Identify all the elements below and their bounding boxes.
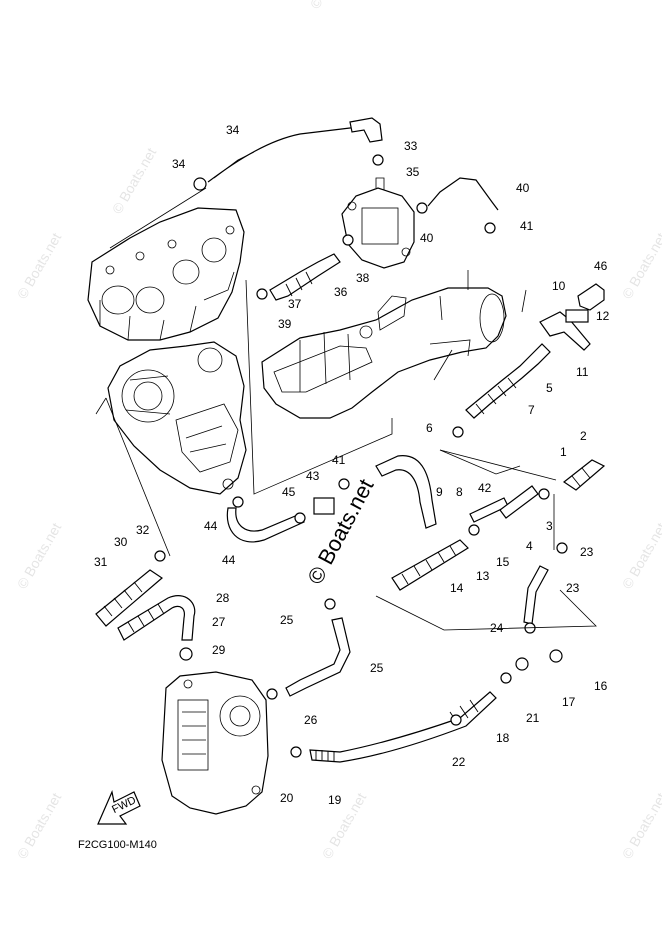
part-number: 22 (452, 755, 466, 769)
part-number: 26 (304, 713, 318, 727)
part-number: 44 (204, 519, 218, 533)
part-number: 2 (580, 429, 587, 443)
part-number: 45 (282, 485, 296, 499)
part-number: 9 (436, 485, 443, 499)
part-number: 37 (288, 297, 302, 311)
part-number: 12 (596, 309, 610, 323)
part-number: 39 (278, 317, 292, 331)
part-number: 24 (490, 621, 504, 635)
part-number: 33 (404, 139, 418, 153)
part-number: 40 (420, 231, 434, 245)
watermark: © Boats.net (14, 790, 65, 862)
part-number: 17 (562, 695, 576, 709)
watermark: © Boats.net (619, 790, 662, 862)
part-number: 7 (528, 403, 535, 417)
center-watermark: © Boats.net (302, 475, 378, 589)
part-number: 44 (222, 553, 236, 567)
part-number: 42 (478, 481, 492, 495)
part-number: 8 (456, 485, 463, 499)
part-number: 27 (212, 615, 226, 629)
part-number: 40 (516, 181, 530, 195)
watermark: © Boats.net (307, 0, 358, 12)
hoses (95, 117, 606, 763)
part-number: 28 (216, 591, 230, 605)
part-number: 11 (576, 365, 589, 379)
watermark: © Boats.net (319, 790, 370, 862)
watermark: © Boats.net (14, 230, 65, 302)
exhaust-chamber (261, 287, 507, 419)
watermark: © Boats.net (14, 520, 65, 592)
part-number: 14 (450, 581, 464, 595)
exhaust-manifold (87, 207, 245, 341)
part-number: 29 (212, 643, 226, 657)
part-number: 25 (370, 661, 384, 675)
thermostat-housing (341, 177, 415, 269)
watermark: © Boats.net (619, 520, 662, 592)
part-number: 30 (114, 535, 128, 549)
part-number: 1 (560, 445, 567, 459)
part-number: 16 (594, 679, 608, 693)
part-number: 5 (546, 381, 553, 395)
part-number: 38 (356, 271, 370, 285)
part-number: 18 (496, 731, 510, 745)
part-number: 34 (172, 157, 186, 171)
part-number: 31 (94, 555, 108, 569)
part-number: 20 (280, 791, 294, 805)
part-number: 10 (552, 279, 566, 293)
part-number: 3 (546, 519, 553, 533)
part-number: 35 (406, 165, 420, 179)
part-number: 15 (496, 555, 510, 569)
part-number: 4 (526, 539, 533, 553)
part-number: 13 (476, 569, 490, 583)
part-callouts: 1 2 3 4 5 6 7 8 9 10 11 12 13 14 15 16 1… (94, 123, 610, 807)
part-number: 34 (226, 123, 240, 137)
part-number: 32 (136, 523, 150, 537)
part-number: 46 (594, 259, 608, 273)
part-number: 36 (334, 285, 348, 299)
part-number: 6 (426, 421, 433, 435)
part-number: 19 (328, 793, 342, 807)
diagram-code: F2CG100-M140 (78, 839, 157, 851)
cylinder-head (107, 341, 247, 495)
fwd-arrow: FWD (97, 790, 141, 825)
watermark: © Boats.net (619, 230, 662, 302)
part-number: 21 (526, 711, 540, 725)
fittings (154, 154, 605, 758)
guide-lines (95, 187, 597, 631)
part-number: 25 (280, 613, 294, 627)
part-number: 23 (566, 581, 580, 595)
watermark: © Boats.net (109, 145, 160, 217)
part-number: 41 (520, 219, 534, 233)
part-number: 41 (332, 453, 346, 467)
part-number: 43 (306, 469, 320, 483)
part-number: 23 (580, 545, 594, 559)
oil-pump-body (161, 671, 269, 815)
